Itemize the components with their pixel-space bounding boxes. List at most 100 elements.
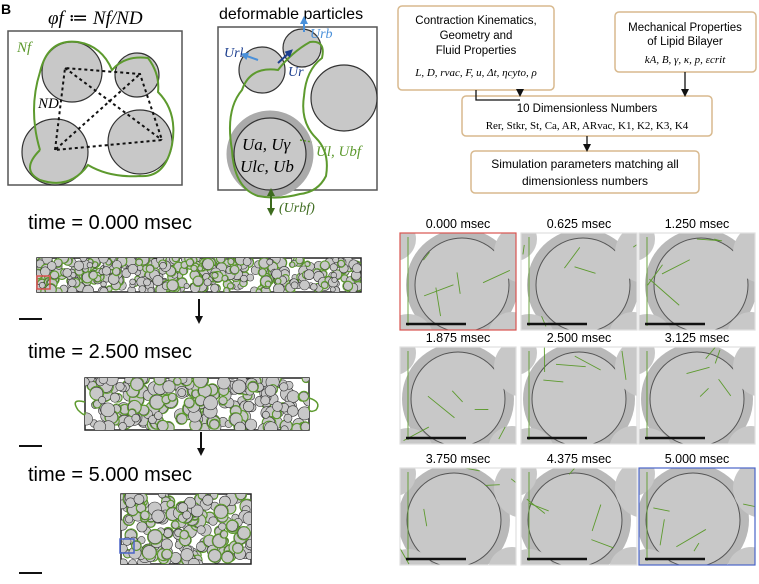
- particle: [352, 263, 361, 274]
- particle: [158, 494, 167, 499]
- zoom-panel-border: [638, 346, 756, 445]
- panel-letter: B: [1, 1, 11, 17]
- membrane-outline: [223, 286, 231, 292]
- membrane-outline: [135, 258, 144, 267]
- particle: [245, 538, 251, 548]
- zoom-time-label: 4.375 msec: [547, 452, 612, 466]
- membrane-segment: [633, 244, 637, 248]
- particle: [67, 278, 77, 288]
- membrane-outline: [342, 280, 354, 292]
- particle: [272, 401, 283, 412]
- zoom-time-label: 3.750 msec: [426, 452, 491, 466]
- zoom-panel-border: [638, 467, 756, 566]
- particle: [290, 281, 299, 290]
- membrane-outline: [192, 378, 210, 389]
- particle: [148, 415, 157, 424]
- particle: [246, 273, 255, 282]
- particle-neighbor: [727, 426, 755, 444]
- membrane-segment: [649, 278, 680, 306]
- sim-time-label-2: time = 2.500 msec: [28, 341, 192, 363]
- membrane-segment: [528, 502, 549, 512]
- membrane-outline: [172, 378, 182, 386]
- membrane-outline: [145, 263, 155, 274]
- flow-box-dimensionless-vars: Rer, Stkr, St, Ca, AR, ARvac, K1, K2, K3…: [486, 120, 689, 132]
- sim-snapshot-3-particles: [121, 494, 251, 564]
- membrane-outline: [319, 260, 331, 271]
- particle-neighbor: [733, 233, 755, 282]
- particle: [266, 258, 274, 266]
- membrane-outline: [166, 279, 180, 292]
- particle: [245, 418, 258, 430]
- ua-ugamma-label: Ua, Uγ: [242, 135, 292, 154]
- membrane-outline: [304, 260, 311, 267]
- flowchart: Contraction Kinematics, Geometry and Flu…: [397, 5, 757, 194]
- membrane-outline: [247, 380, 259, 393]
- membrane-outline: [139, 510, 150, 521]
- particle: [138, 285, 147, 292]
- particle-neighbor: [615, 347, 637, 396]
- particle: [162, 380, 176, 394]
- membrane-outline: [183, 397, 195, 409]
- particle: [115, 381, 125, 392]
- sim-snapshot-1-particles: [37, 258, 361, 292]
- particle: [160, 538, 173, 551]
- particle: [299, 279, 310, 291]
- particle: [131, 413, 140, 423]
- membrane-outline: [171, 258, 180, 263]
- membrane-outline: [226, 282, 235, 290]
- flow-box-kinematics-line2: Geometry and: [440, 30, 513, 42]
- ulc-ub-label: Ulc, Ub: [240, 157, 294, 176]
- particle: [217, 378, 231, 390]
- membrane-segment: [564, 247, 581, 269]
- particle: [99, 286, 109, 292]
- flow-box-kinematics-line1: Contraction Kinematics,: [415, 15, 536, 27]
- particle: [47, 261, 57, 271]
- membrane-segment: [574, 355, 601, 371]
- membrane-outline: [226, 519, 240, 533]
- particle: [283, 413, 293, 423]
- membrane-outline: [190, 264, 198, 273]
- particle: [180, 548, 194, 562]
- particle: [271, 268, 282, 280]
- flow-box-kinematics-line3: Fluid Properties: [436, 45, 517, 57]
- zoom-panel-border: [520, 346, 638, 445]
- particle-neighbor: [488, 426, 516, 444]
- particle: [203, 278, 212, 287]
- ur-label: Ur: [288, 65, 304, 80]
- particle-neighbor: [727, 312, 755, 330]
- zoom-panel-border: [399, 232, 517, 331]
- zoom-panel-1: 0.000 msec: [399, 217, 517, 331]
- urbf-label: (Urbf): [279, 201, 315, 216]
- particle-large: [531, 351, 627, 444]
- particle: [203, 395, 218, 411]
- zoom-panel-9: 5.000 msec: [638, 452, 756, 566]
- particle: [242, 258, 252, 266]
- particle: [329, 263, 338, 272]
- nf-label: Nf: [16, 40, 33, 56]
- particle-neighbor: [609, 547, 637, 565]
- membrane-outline: [147, 528, 163, 545]
- membrane-outline: [208, 418, 221, 430]
- particle: [240, 274, 248, 283]
- sim-snapshot-2-particles: [85, 378, 309, 430]
- zoom-time-label: 1.250 msec: [665, 217, 730, 231]
- particle-neighbor: [727, 547, 755, 565]
- zoom-time-label: 3.125 msec: [665, 331, 730, 345]
- particle: [177, 388, 187, 397]
- particle: [260, 395, 271, 406]
- zoom-time-label: 1.875 msec: [426, 331, 491, 345]
- particle: [98, 378, 108, 385]
- particle: [231, 379, 247, 394]
- particle-neighbor: [488, 312, 516, 330]
- particle: [332, 258, 339, 264]
- membrane-segment: [423, 284, 454, 297]
- urb-label: Urb: [310, 27, 333, 42]
- zoom-time-label: 5.000 msec: [665, 452, 730, 466]
- particle: [82, 284, 94, 292]
- membrane-protrusion-left: [74, 400, 86, 416]
- membrane-segment: [653, 507, 670, 512]
- membrane-protrusion-right: [308, 397, 319, 413]
- particle: [128, 559, 137, 564]
- particle: [62, 268, 72, 278]
- membrane-segment: [705, 347, 717, 359]
